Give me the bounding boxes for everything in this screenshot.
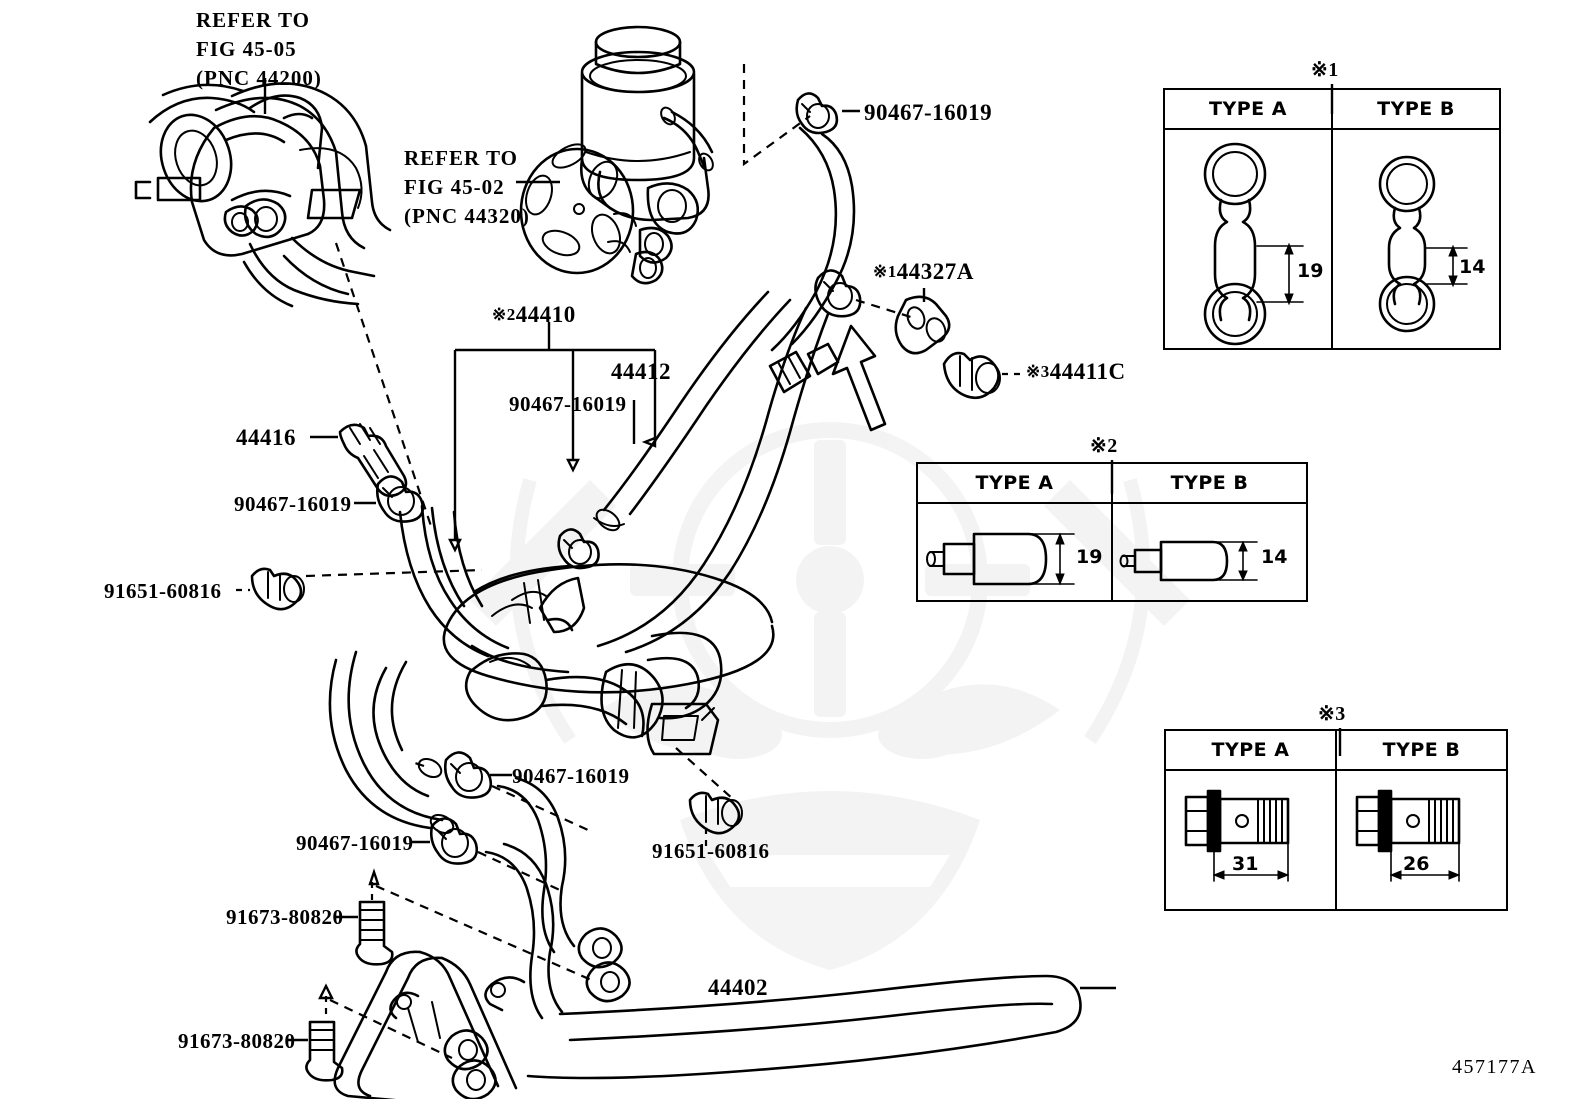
dash-mid-a — [411, 760, 425, 768]
gasket-44327a — [894, 295, 951, 355]
table-1-header-a: TYPE A — [1165, 90, 1333, 128]
upper-left-pump-assembly — [134, 82, 392, 308]
table-3-mark: ※3 — [1318, 703, 1346, 725]
dash-clamp-top — [742, 64, 811, 167]
callout-44416: 44416 — [236, 425, 296, 450]
mark-2: ※2 — [492, 305, 516, 324]
refer-fig-4505: REFER TO FIG 45-05 (PNC 44200) — [196, 6, 322, 93]
callout-90467-mid: 90467-16019 — [512, 764, 630, 788]
callout-91673-upper: 91673-80820 — [226, 905, 344, 929]
bolt-91651-left — [250, 567, 305, 611]
clamp-90467-top — [795, 92, 839, 135]
tube-type-b-drawing — [1119, 540, 1258, 582]
connector-44416 — [338, 423, 408, 498]
table-3-dim-a: 31 — [1232, 853, 1259, 875]
bolt-91673-lower — [305, 1020, 344, 1082]
table-1: TYPE A TYPE B — [1163, 88, 1501, 350]
table-1-dim-b: 14 — [1459, 256, 1486, 278]
callout-44410: ※244410 — [492, 302, 576, 327]
table-2-mark: ※2 — [1090, 435, 1118, 457]
arrow-91673-lower — [318, 983, 334, 1000]
table-2-header-a: TYPE A — [918, 464, 1113, 502]
detail-arrow — [831, 324, 887, 432]
hose-to-pipe — [484, 776, 576, 1020]
reservoir-hose — [770, 126, 856, 352]
table-2-header-b: TYPE B — [1170, 472, 1249, 494]
refer-fig-4502: REFER TO FIG 45-02 (PNC 44320) — [404, 144, 530, 231]
hose-44410 — [596, 306, 840, 654]
callout-44411c: ※344411C — [1026, 359, 1126, 384]
callout-44327a: ※144327A — [873, 259, 974, 284]
callout-91651-left: 91651-60816 — [104, 579, 222, 603]
banjo-bolt-type-a-drawing — [1184, 789, 1290, 882]
mark-3a: ※3 — [1026, 362, 1050, 381]
dash-mid-b — [491, 785, 589, 831]
callout-90467-low: 90467-16019 — [296, 831, 414, 855]
callout-91673-lower: 91673-80820 — [178, 1029, 296, 1053]
table-3-header-b: TYPE B — [1382, 739, 1461, 761]
lower-hose-pair — [328, 650, 455, 835]
tube-type-a-drawing — [926, 532, 1075, 586]
table-3-cell-b: 26 — [1337, 771, 1506, 911]
table-2-dim-a: 19 — [1076, 546, 1103, 568]
dash-bracket-to-bolt — [675, 747, 735, 801]
refer-4505-line3: (PNC 44200) — [196, 65, 322, 90]
clamp-90467-mid — [443, 751, 493, 799]
table-2: TYPE A TYPE B — [916, 462, 1308, 602]
callout-90467-left: 90467-16019 — [234, 492, 352, 516]
dash-left-pump-to-hose — [334, 242, 434, 530]
refer-4502-line3: (PNC 44320) — [404, 203, 530, 228]
table-1-dim-a: 19 — [1297, 260, 1324, 282]
table-2-cell-a: 19 — [918, 504, 1113, 602]
table-3-header-a: TYPE A — [1166, 731, 1337, 769]
banjo-bolt-type-b-drawing — [1355, 789, 1461, 882]
clamp-90467-low — [429, 817, 479, 865]
refer-4505-line2: FIG 45-05 — [196, 36, 297, 61]
callout-44412: 44412 — [611, 359, 671, 384]
center-hose-assembly — [398, 504, 775, 756]
table-1-header-b: TYPE B — [1377, 98, 1455, 120]
dash-91651-left-point — [305, 568, 483, 578]
hose-44412 — [593, 290, 792, 532]
refer-4502-line2: FIG 45-02 — [404, 174, 505, 199]
bolt-91673-upper — [355, 900, 394, 966]
bracket-44410 — [448, 348, 657, 553]
mark-1: ※1 — [873, 262, 897, 281]
table-3-dim-b: 26 — [1403, 853, 1430, 875]
gasket-type-b-drawing — [1378, 155, 1468, 333]
table-1-cell-b: 14 — [1333, 130, 1499, 350]
dash-44327a-point — [855, 298, 915, 320]
table-2-dim-b: 14 — [1261, 546, 1288, 568]
callout-91651-right: 91651-60816 — [652, 839, 770, 863]
table-2-cell-b: 14 — [1113, 504, 1306, 602]
dash-91673-upper — [375, 884, 597, 984]
refer-4502-line1: REFER TO — [404, 146, 519, 170]
arrow-91673-upper — [368, 868, 380, 886]
callout-90467-top: 90467-16019 — [864, 100, 993, 125]
oil-cooler-pipe-44402 — [333, 927, 1082, 1099]
clamp-90467-bracket — [557, 528, 600, 570]
table-3-cell-a: 31 — [1166, 771, 1337, 911]
table-1-mark: ※1 — [1311, 59, 1339, 81]
figure-code: 457177A — [1452, 1056, 1537, 1078]
dash-91673-lower — [329, 999, 453, 1059]
callout-44402: 44402 — [708, 975, 768, 1000]
refer-4505-line1: REFER TO — [196, 8, 311, 32]
callout-90467-bracket: 90467-16019 — [509, 392, 627, 416]
clamp-hose-joint — [814, 269, 862, 318]
table-3: TYPE A TYPE B — [1164, 729, 1508, 911]
gasket-type-a-drawing — [1203, 142, 1304, 346]
power-steering-pump-reservoir — [519, 25, 714, 285]
table-1-cell-a: 19 — [1165, 130, 1333, 350]
bolt-44411c — [942, 351, 1001, 400]
